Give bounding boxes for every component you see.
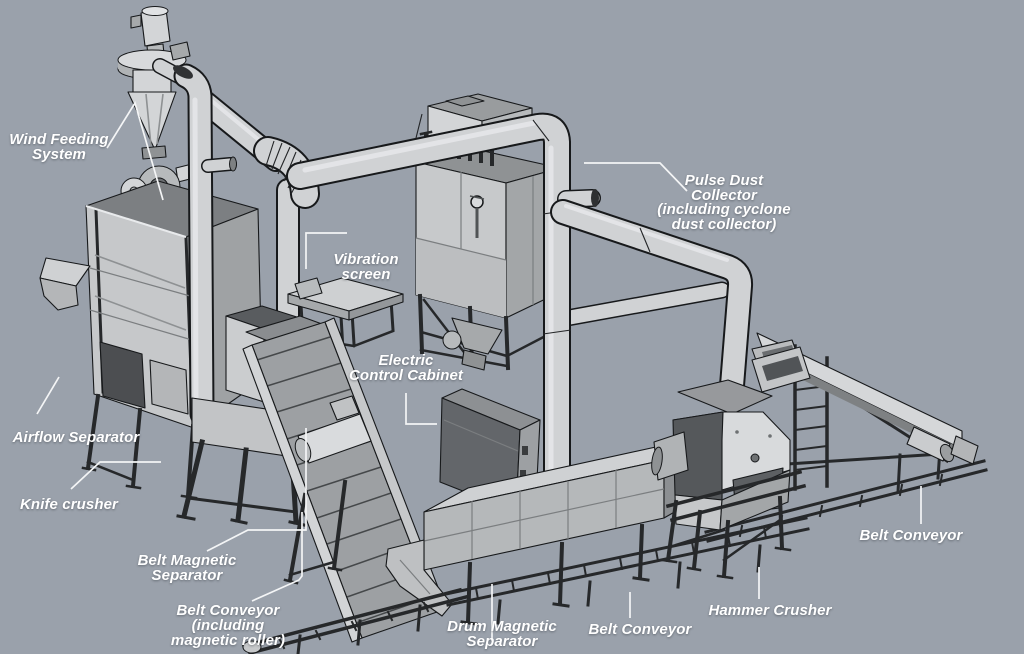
leader-wind-feeding-system [106, 100, 164, 201]
leader-electric-control-cabinet [405, 393, 437, 425]
belt-conveyor-magnetic-roller-illustration [241, 587, 469, 654]
leader-belt-magnetic-separator [206, 428, 307, 552]
leader-knife-crusher [70, 461, 161, 490]
leader-vibration-screen [305, 232, 347, 269]
duct-pipes [152, 58, 754, 516]
hammer-crusher-illustration [651, 346, 811, 580]
leader-airflow-separator [36, 376, 60, 415]
leader-lines [36, 100, 922, 641]
leader-belt-conveyor-magnetic-roller [251, 512, 303, 602]
leader-pulse-dust-collector [584, 162, 688, 192]
